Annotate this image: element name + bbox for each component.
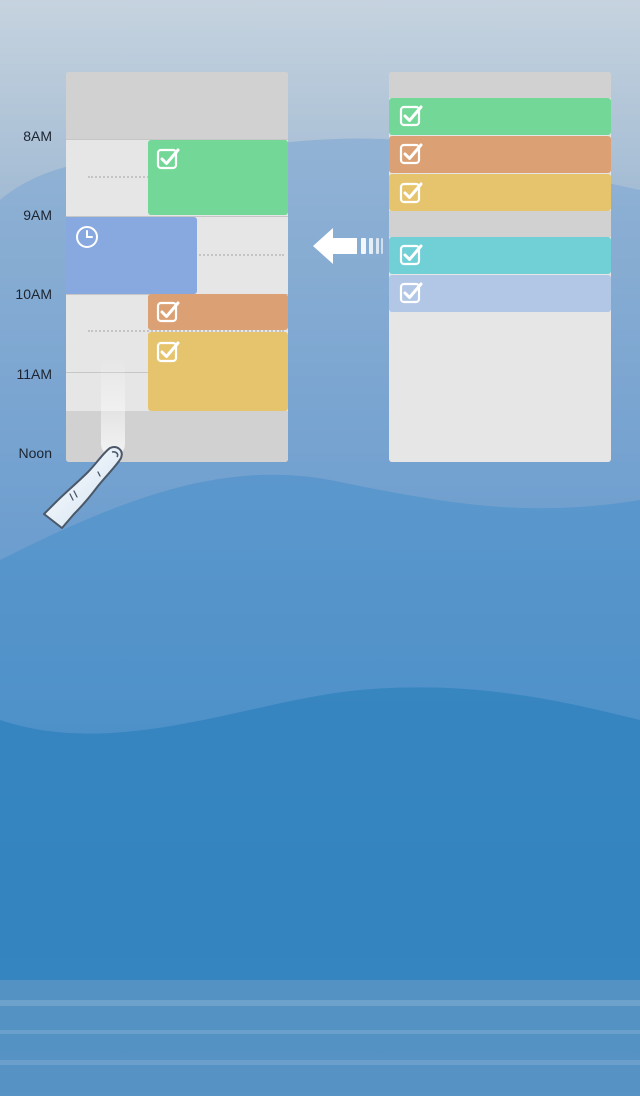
half-hour-line [88, 330, 284, 332]
list-separator-band [389, 211, 611, 237]
task-block-orange[interactable] [148, 294, 288, 330]
time-label-11am: 11AM [16, 366, 52, 382]
clock-icon [76, 226, 98, 248]
hour-line-9am [66, 216, 288, 217]
task-item-green[interactable] [389, 98, 611, 135]
time-label-noon: Noon [18, 445, 52, 461]
check-icon [156, 148, 180, 170]
check-icon [156, 301, 180, 323]
calendar-header-band [66, 72, 288, 139]
time-label-10am: 10AM [15, 286, 52, 302]
finger-icon [43, 446, 123, 529]
check-icon [156, 341, 180, 363]
swipe-trail [101, 356, 125, 456]
day-calendar-panel[interactable] [66, 72, 288, 462]
task-item-teal[interactable] [389, 237, 611, 274]
task-item-orange[interactable] [389, 136, 611, 173]
check-icon [399, 143, 423, 165]
check-icon [399, 182, 423, 204]
time-label-8am: 8AM [23, 128, 52, 144]
time-label-9am: 9AM [23, 207, 52, 223]
check-icon [399, 244, 423, 266]
task-item-lavender[interactable] [389, 275, 611, 312]
task-block-yellow[interactable] [148, 332, 288, 411]
check-icon [399, 105, 423, 127]
hour-line-8am [66, 139, 288, 140]
list-header-band [389, 72, 611, 98]
arrow-left-icon [313, 228, 383, 264]
check-icon [399, 282, 423, 304]
task-item-yellow[interactable] [389, 174, 611, 211]
task-list-panel[interactable] [389, 72, 611, 462]
event-block-blue[interactable] [66, 217, 197, 294]
task-block-green[interactable] [148, 140, 288, 215]
